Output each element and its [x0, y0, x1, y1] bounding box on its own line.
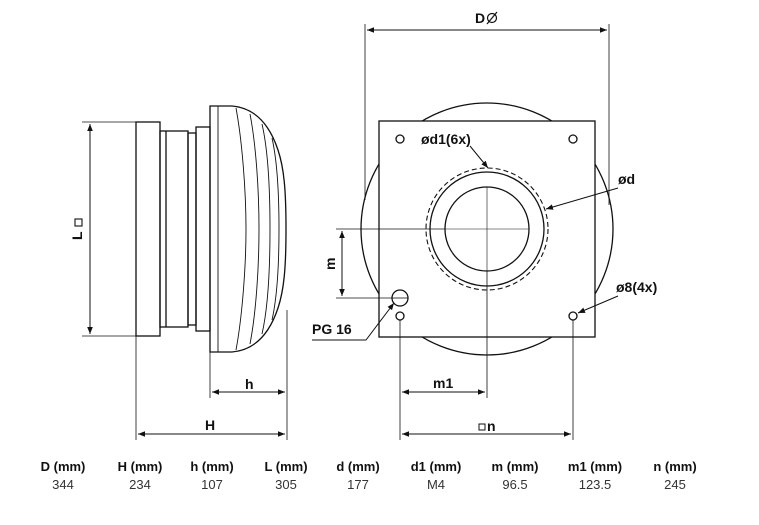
side-collar: [187, 132, 197, 326]
grille-rings: [217, 106, 280, 352]
header-L: L (mm): [264, 459, 308, 474]
value-m1: 123.5: [578, 477, 612, 492]
bolt-circle-d1: [425, 167, 549, 291]
label-h: h: [245, 376, 254, 392]
leader-holes: [577, 295, 619, 314]
label-m: m: [322, 258, 338, 270]
spec-table: D (mm) 344 H (mm) 234 h (mm) 107 L (mm) …: [0, 458, 759, 498]
col-d: d (mm) 177: [336, 458, 379, 494]
header-n: n (mm): [653, 459, 697, 474]
header-m: m (mm): [491, 459, 539, 474]
value-H: 234: [129, 477, 151, 492]
label-pg16: PG 16: [312, 321, 352, 337]
label-H: H: [205, 417, 215, 433]
value-d: 177: [347, 477, 369, 492]
value-h: 107: [201, 477, 223, 492]
value-n: 245: [664, 477, 686, 492]
value-L: 305: [275, 477, 297, 492]
corner-hole-tr: [568, 134, 578, 144]
col-L: L (mm) 305: [264, 458, 307, 494]
header-H: H (mm): [117, 459, 163, 474]
label-m1: m1: [433, 375, 453, 391]
leader-pg16: [312, 302, 395, 341]
label-d: ød: [618, 171, 635, 187]
side-dimensions: [82, 121, 288, 440]
square-symbol-icon: [74, 218, 83, 227]
col-D: D (mm) 344: [41, 458, 86, 494]
label-D: D: [475, 10, 485, 26]
side-grille-housing: [209, 105, 287, 353]
side-body: [159, 130, 189, 328]
col-m: m (mm) 96.5: [492, 458, 539, 494]
value-D: 344: [52, 477, 74, 492]
side-view: [135, 105, 287, 353]
leader-d1: [469, 145, 489, 169]
header-d1: d1 (mm): [410, 459, 462, 474]
leader-d: [545, 187, 619, 210]
label-n: n: [487, 418, 496, 434]
col-m1: m1 (mm) 123.5: [568, 458, 622, 494]
header-D: D (mm): [40, 459, 86, 474]
side-flange: [135, 121, 161, 337]
value-m: 96.5: [502, 477, 528, 492]
label-L: L: [69, 231, 85, 240]
header-m1: m1 (mm): [567, 459, 623, 474]
col-n: n (mm) 245: [653, 458, 696, 494]
label-d1: ød1(6x): [421, 131, 471, 147]
col-d1: d1 (mm) M4: [411, 458, 462, 494]
square-symbol-n-icon: [478, 423, 486, 431]
front-dimensions: [312, 24, 619, 440]
label-holes: ø8(4x): [616, 279, 657, 295]
col-h: h (mm) 107: [190, 458, 233, 494]
corner-hole-tl: [395, 134, 405, 144]
diameter-symbol-icon: [486, 11, 498, 25]
header-h: h (mm): [190, 459, 234, 474]
col-H: H (mm) 234: [118, 458, 163, 494]
header-d: d (mm): [336, 459, 380, 474]
side-ring: [195, 126, 211, 332]
value-d1: M4: [426, 477, 446, 492]
